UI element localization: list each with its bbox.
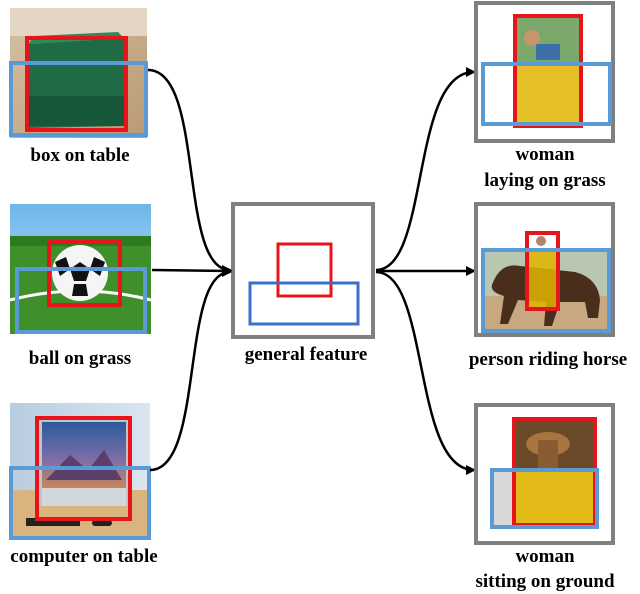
object-bounding-box	[248, 281, 360, 326]
arrow-computer-to-feature	[149, 267, 232, 472]
caption-general-feature: general feature	[245, 344, 368, 365]
caption-woman-laying-line2: laying on grass	[484, 170, 605, 191]
photo-computer-on-table	[10, 403, 150, 538]
subject-bounding-box	[525, 231, 560, 311]
object-bounding-box	[481, 248, 611, 333]
object-bounding-box	[9, 61, 148, 137]
output-person-riding-horse	[474, 202, 615, 337]
object-bounding-box	[9, 466, 151, 540]
subject-bounding-box	[276, 242, 333, 298]
overlap-region	[516, 471, 595, 525]
caption-computer-on-table: computer on table	[10, 546, 157, 567]
photo-woman-laying	[517, 18, 579, 64]
caption-box-on-table: box on table	[30, 145, 129, 166]
general-feature-frame	[231, 202, 375, 339]
object-bounding-box	[490, 468, 599, 529]
arrow-feature-to-woman-sitting	[375, 270, 476, 475]
caption-woman-laying-line1: woman	[515, 144, 575, 165]
background-floor	[493, 471, 516, 525]
subject-bounding-box	[47, 240, 122, 307]
input-ball-on-grass	[9, 204, 152, 334]
overlap-region	[527, 252, 558, 309]
arrow-feature-to-woman-laying	[375, 67, 476, 272]
output-woman-laying-on-grass	[474, 1, 615, 143]
arrow-ball-to-feature	[151, 265, 232, 276]
object-bounding-box	[481, 62, 612, 126]
output-woman-sitting-on-ground	[474, 403, 615, 545]
photo-woman-sitting	[516, 421, 595, 471]
input-computer-on-table	[9, 403, 151, 540]
arrow-box-to-feature	[147, 68, 232, 275]
general-feature-node	[231, 202, 375, 339]
subject-bounding-box	[25, 36, 128, 132]
caption-ball-on-grass: ball on grass	[29, 348, 131, 369]
overlap-region	[517, 64, 579, 124]
caption-woman-sitting-line1: woman	[515, 546, 575, 567]
object-bounding-box	[15, 267, 147, 334]
caption-woman-sitting-line2: sitting on ground	[475, 571, 614, 592]
input-box-on-table	[9, 8, 148, 138]
caption-person-riding-horse: person riding horse	[469, 349, 627, 370]
